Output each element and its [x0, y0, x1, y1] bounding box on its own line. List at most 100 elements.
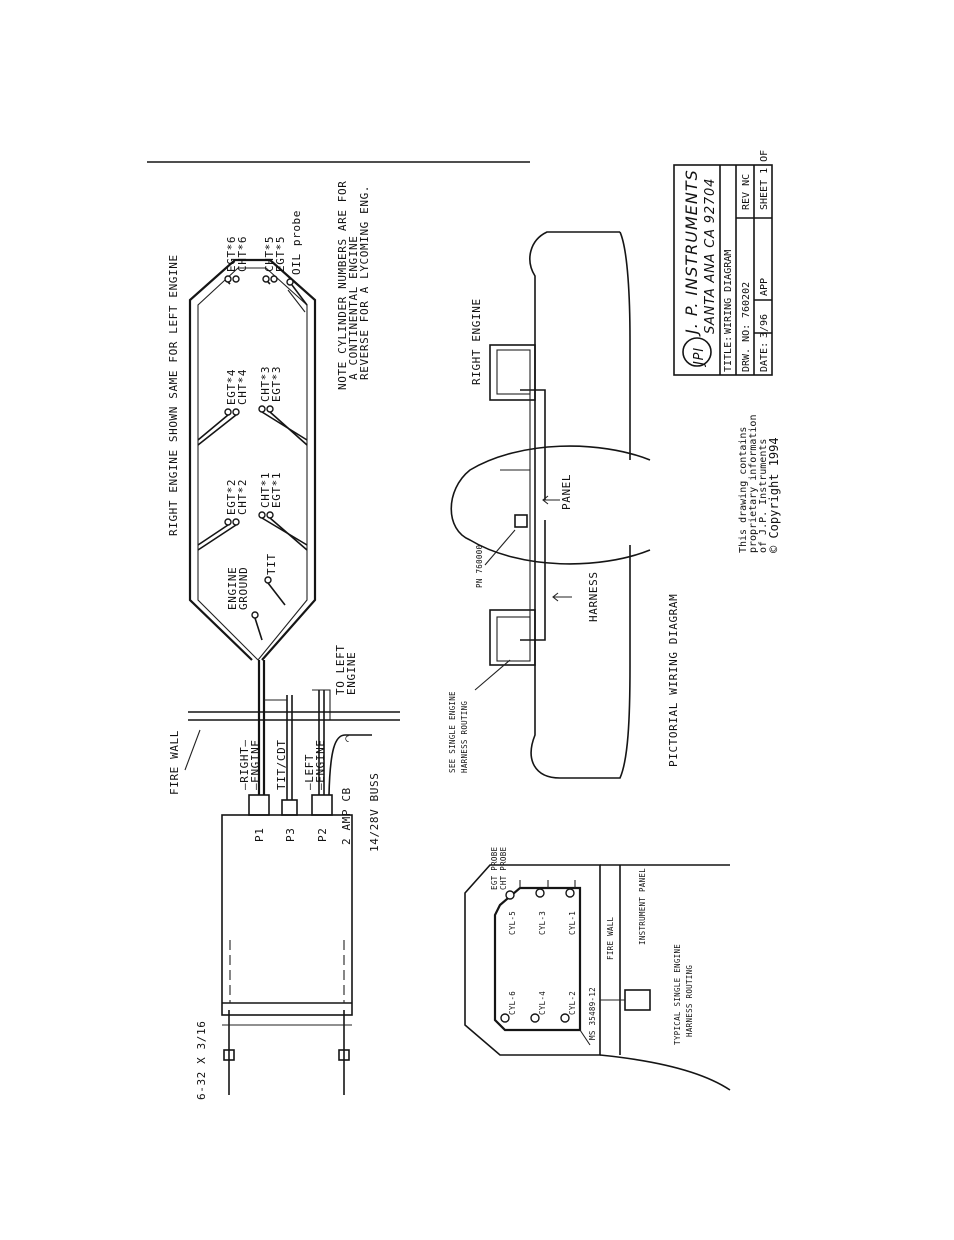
single-probe-label-1: EGT PROBE — [490, 846, 499, 890]
label-cht4: CHT*4 — [236, 369, 249, 405]
label-cht3-egt3: CHT*3EGT*3 — [259, 366, 283, 402]
single-label-cyl5: CYL-5 — [508, 911, 517, 935]
single-probe-label-2: CHT PROBE — [499, 846, 508, 890]
label-egt1: EGT*1 — [270, 472, 283, 508]
connector-p3-label: P3 — [284, 828, 297, 842]
label-egt2-cht2: EGT*2CHT*2 — [225, 479, 249, 515]
wing-tip-left — [530, 665, 631, 779]
branch-tit — [267, 582, 286, 606]
proprietary-notice: This drawing containsproprietary informa… — [738, 415, 781, 553]
wing-edge-right — [619, 231, 631, 341]
to-left-engine-label-2: ENGINE — [345, 652, 358, 695]
left-engine-wire-label-1: —LEFT — [303, 754, 316, 790]
harness-inner — [197, 267, 308, 661]
label-cht3: CHT*3 — [259, 366, 272, 402]
harness-outline — [188, 258, 317, 661]
panel-label: PANEL — [560, 474, 573, 510]
right-engine-inner — [496, 349, 531, 395]
panel-instrument — [514, 514, 528, 528]
company-name: J. P. INSTRUMENTS — [682, 169, 701, 337]
branch-egt3 — [269, 411, 308, 446]
label-engine-ground-1: ENGINE — [226, 567, 239, 610]
connector-p2 — [311, 794, 333, 816]
branch-cht2 — [197, 524, 237, 551]
rev-value: REV NC — [741, 174, 752, 210]
date-value: 3/96 — [759, 314, 770, 338]
firewall-label: FIRE WALL — [168, 730, 181, 795]
label-cht5: CHT*5 — [263, 236, 276, 272]
wing-tip-right — [529, 231, 620, 340]
label-egt6-cht6: EGT*6CHT*6 — [225, 236, 249, 272]
pictorial-diagram: RIGHT ENGINE PANEL HARNESS PN 760000 SEE… — [448, 231, 680, 779]
instrument-box — [221, 814, 353, 1016]
sheet-label: SHEET 1 OF — [759, 150, 770, 210]
label-oil-probe: OIL probe — [290, 210, 303, 275]
pn-leader — [484, 529, 516, 566]
label-cht1: CHT*1 — [259, 472, 272, 508]
to-left-engine-label-1: TO LEFT — [334, 644, 347, 695]
single-fire-wall: FIRE WALL — [606, 916, 615, 960]
to-left-engine-bend — [312, 689, 331, 720]
label-tit: TIT — [265, 553, 278, 575]
panel-arrowhead — [542, 495, 549, 505]
harness-route-left — [520, 520, 546, 641]
single-pin-cyl6 — [500, 1013, 510, 1023]
title-block: JPI J. P. INSTRUMENTS SANTA ANA CA 92704… — [673, 150, 773, 376]
company-city: SANTA ANA CA 92704 — [703, 178, 718, 334]
single-pin-cyl1 — [565, 888, 575, 898]
screw-head-1 — [223, 1049, 235, 1061]
screw-label: 6-32 X 3/16 — [195, 1021, 208, 1100]
pin-oil — [286, 278, 294, 286]
fuselage-outline — [450, 445, 651, 565]
single-instrument-box — [624, 989, 651, 1011]
proprietary-line-2: proprietary information — [748, 415, 759, 553]
tit-cdt-label: TIT/CDT — [275, 739, 288, 790]
label-cht2: CHT*2 — [236, 479, 249, 515]
single-label-cyl4: CYL-4 — [538, 991, 547, 1015]
pin-cht6 — [232, 275, 240, 283]
connector-p1-label: P1 — [253, 828, 266, 842]
cylinder-note-3: REVERSE FOR A LYCOMING ENG. — [358, 185, 371, 380]
single-instrument-panel: INSTRUMENT PANEL — [638, 868, 647, 945]
single-pin-cyl2 — [560, 1013, 570, 1023]
branch-oil — [291, 284, 308, 306]
pin-egt2 — [224, 518, 232, 526]
see-single-label-2: HARNESS ROUTING — [460, 701, 469, 773]
branch-egt4 — [197, 414, 229, 441]
connector-p2-label: P2 — [316, 828, 329, 842]
power-lead — [328, 734, 372, 796]
pin-cht2 — [232, 518, 240, 526]
drw-label: DRW. NO: — [741, 324, 752, 372]
pin-egt3 — [266, 405, 274, 413]
firewall-leader — [184, 729, 201, 771]
cylinder-note-1: NOTE CYLINDER NUMBERS ARE FOR — [336, 181, 349, 390]
right-engine-wire-label-1: —RIGHT— — [238, 739, 251, 790]
label-egt6: EGT*6 — [225, 236, 238, 272]
see-single-label-1: SEE SINGLE ENGINE — [448, 691, 457, 773]
pin-egt5 — [270, 275, 278, 283]
circuit-breaker-symbol: ⌒ — [341, 735, 354, 742]
connector-p3 — [281, 799, 298, 816]
schematic-header: RIGHT ENGINE SHOWN SAME FOR LEFT ENGINE — [167, 254, 180, 536]
drw-number: 760202 — [741, 282, 752, 318]
connector-p1 — [248, 794, 270, 816]
label-egt2: EGT*2 — [225, 479, 238, 515]
right-engine-label: RIGHT ENGINE — [470, 298, 483, 385]
single-label-cyl1: CYL-1 — [568, 911, 577, 935]
label-engine-ground-2: GROUND — [237, 567, 250, 610]
title-block-frame — [673, 164, 773, 376]
pin-cht5 — [262, 275, 270, 283]
single-caption-2: HARNESS ROUTING — [685, 965, 694, 1037]
label-egt4-cht4: EGT*4CHT*4 — [225, 369, 249, 405]
right-engine-box — [489, 344, 536, 401]
pin-tit — [264, 576, 272, 584]
single-pin-cyl3 — [535, 888, 545, 898]
pin-egt4 — [224, 408, 232, 416]
jpi-logo — [682, 337, 712, 367]
single-pin-cyl4 — [530, 1013, 540, 1023]
date-label: DATE: — [759, 342, 770, 372]
single-label-cyl6: CYL-6 — [508, 991, 517, 1015]
proprietary-line-4: © Copyright 1994 — [767, 437, 781, 553]
